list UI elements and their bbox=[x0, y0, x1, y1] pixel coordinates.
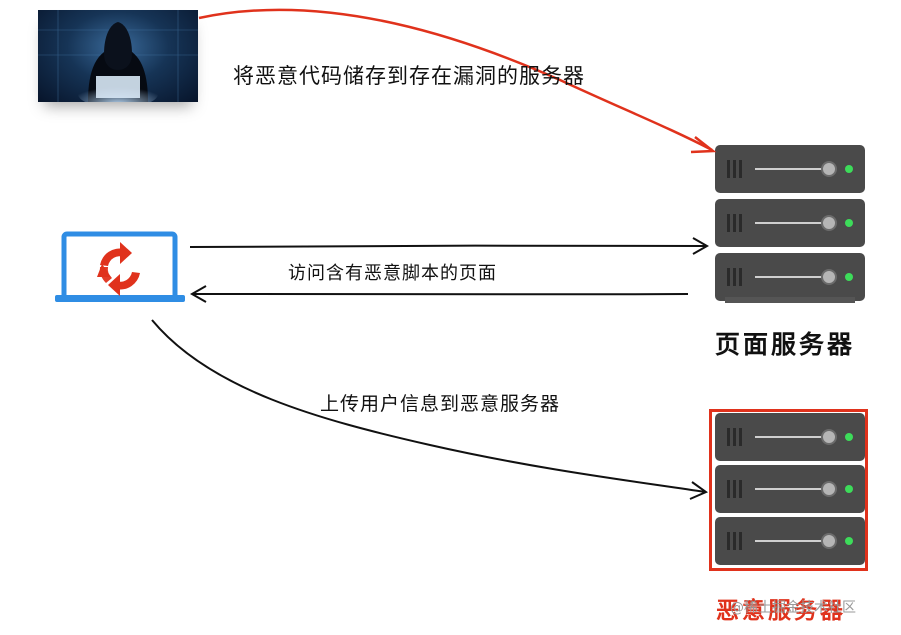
store-code-arrow bbox=[198, 8, 713, 152]
upload-arrow bbox=[151, 319, 706, 493]
edge-label-upload: 上传用户信息到恶意服务器 bbox=[320, 393, 561, 415]
watermark: @稀土掘金技术社区 bbox=[730, 600, 856, 616]
malicious-server-frame bbox=[709, 409, 868, 571]
laptop-refresh-icon bbox=[55, 231, 185, 302]
node-label-malicious-server: 恶意服务器 bbox=[716, 598, 846, 624]
hacker-image bbox=[38, 10, 198, 102]
node-label-page-server: 页面服务器 bbox=[715, 330, 856, 359]
request-arrow bbox=[189, 244, 707, 248]
page-server-icon bbox=[715, 145, 865, 303]
edge-label-store: 将恶意代码储存到存在漏洞的服务器 bbox=[233, 64, 585, 88]
edge-label-visit: 访问含有恶意脚本的页面 bbox=[288, 263, 497, 284]
